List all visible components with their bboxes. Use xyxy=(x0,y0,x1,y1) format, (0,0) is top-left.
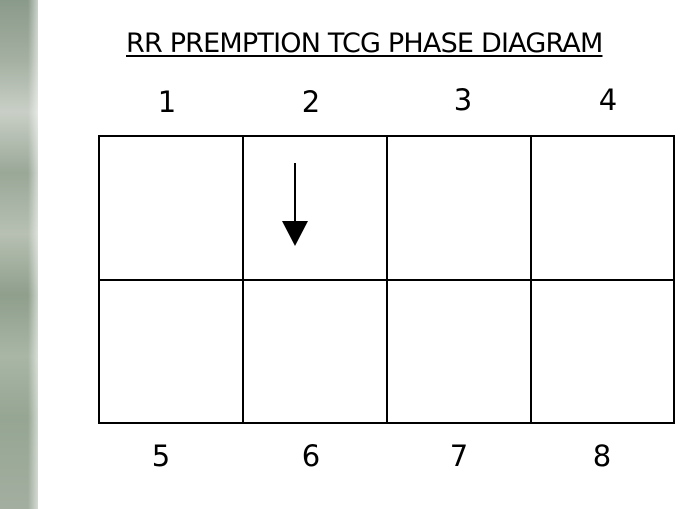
phase-cell-5 xyxy=(98,279,244,424)
phase-label-1: 1 xyxy=(157,85,177,119)
phase-label-6: 6 xyxy=(301,439,321,473)
decorative-side-strip xyxy=(0,0,38,509)
phase-cell-8 xyxy=(530,279,675,424)
phase-cell-4 xyxy=(530,135,675,281)
phase-cell-2 xyxy=(242,135,388,281)
phase-label-4: 4 xyxy=(598,83,618,117)
phase-cell-7 xyxy=(386,279,532,424)
phase-grid xyxy=(98,135,675,424)
phase-cell-6 xyxy=(242,279,388,424)
diagram-title: RR PREMPTION TCG PHASE DIAGRAM xyxy=(126,28,603,59)
phase-cell-3 xyxy=(386,135,532,281)
phase-label-7: 7 xyxy=(449,439,469,473)
phase-label-2: 2 xyxy=(301,85,321,119)
down-arrow-icon xyxy=(282,163,308,246)
phase-label-3: 3 xyxy=(453,83,473,117)
phase-label-8: 8 xyxy=(592,439,612,473)
phase-cell-1 xyxy=(98,135,244,281)
phase-label-5: 5 xyxy=(151,439,171,473)
